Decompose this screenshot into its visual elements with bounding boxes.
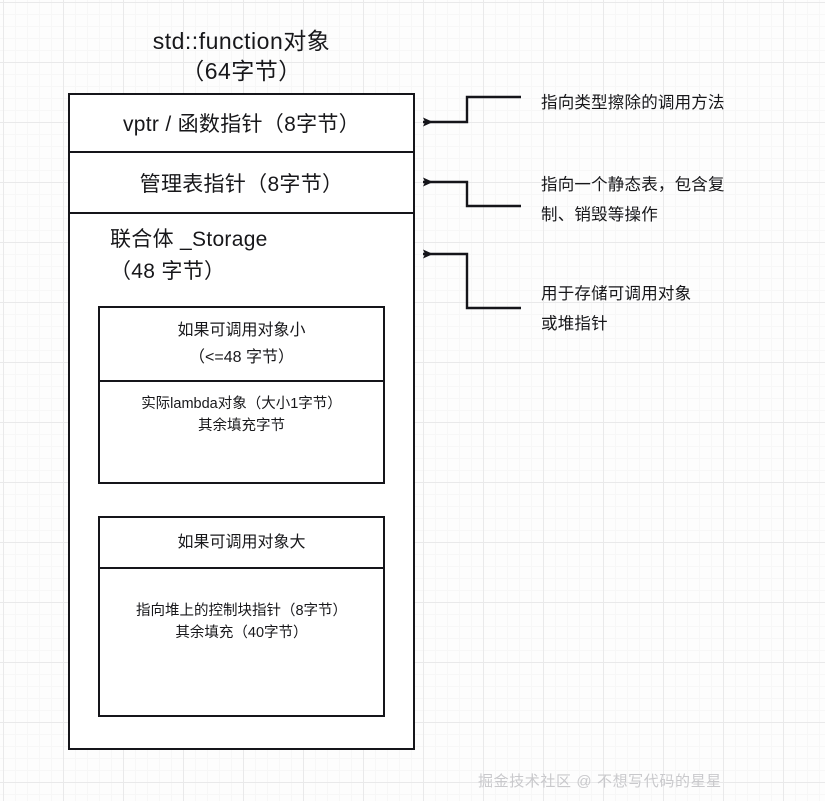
large-callable-box: 如果可调用对象大 指向堆上的控制块指针（8字节） 其余填充（40字节） (98, 516, 385, 717)
row-vptr-label: vptr / 函数指针（8字节） (123, 113, 360, 136)
small-callable-body: 实际lambda对象（大小1字节） 其余填充字节 (141, 396, 342, 434)
large-callable-head: 如果可调用对象大 (100, 518, 383, 569)
small-callable-head: 如果可调用对象小 （<=48 字节） (100, 308, 383, 382)
small-callable-box: 如果可调用对象小 （<=48 字节） 实际lambda对象（大小1字节） 其余填… (98, 306, 385, 484)
union-storage-section: 联合体 _Storage （48 字节） 如果可调用对象小 （<=48 字节） … (70, 214, 413, 747)
connector-arrow-storage (423, 249, 521, 310)
union-storage-label: 联合体 _Storage （48 字节） (110, 228, 268, 283)
diagram-title: std::function对象 （64字节） (152, 28, 331, 84)
connector-arrow-vptr (423, 95, 521, 127)
row-manager-label: 管理表指针（8字节） (139, 172, 344, 196)
annotation-storage: 用于存储可调用对象 或堆指针 (541, 285, 692, 333)
row-vptr-function-pointer: vptr / 函数指针（8字节） (70, 95, 413, 153)
annotation-vptr: 指向类型擦除的调用方法 (541, 94, 725, 112)
watermark: 掘金技术社区 @ 不想写代码的星星 (478, 773, 722, 790)
row-manager-table-pointer: 管理表指针（8字节） (70, 153, 413, 214)
annotation-manager-table: 指向一个静态表，包含复 制、销毁等操作 (541, 176, 725, 224)
large-callable-body: 指向堆上的控制块指针（8字节） 其余填充（40字节） (135, 603, 348, 641)
connector-arrow-manager (423, 177, 521, 208)
std-function-object-box: vptr / 函数指针（8字节） 管理表指针（8字节） 联合体 _Storage… (68, 93, 415, 750)
